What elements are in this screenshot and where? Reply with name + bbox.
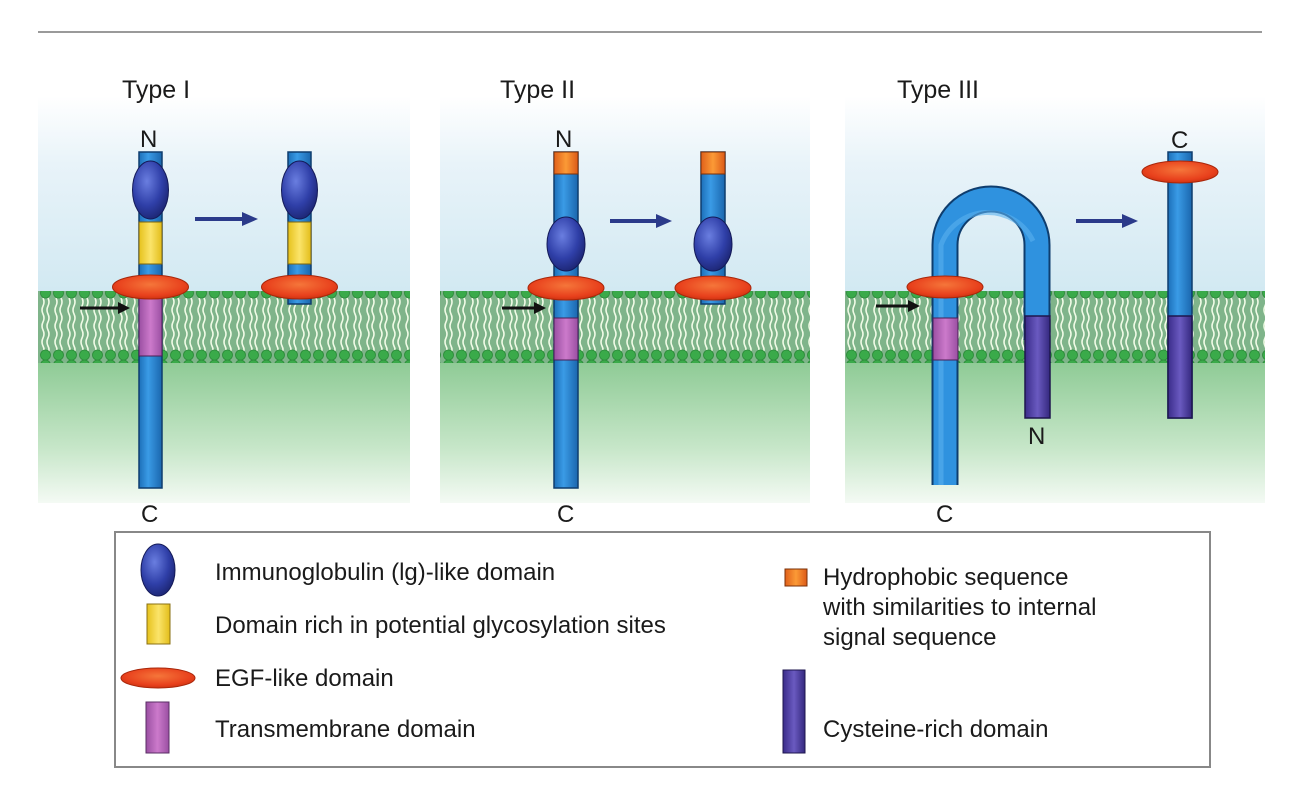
transmembrane-domain bbox=[932, 317, 959, 361]
shed-ig-like-domain bbox=[281, 160, 318, 220]
legend-item-hydrophobic: Hydrophobic sequence with similarities t… bbox=[784, 564, 1096, 651]
panel-title-type-2: Type II bbox=[500, 76, 575, 104]
c-terminus-label: C bbox=[1171, 127, 1188, 154]
c-terminus-label: C bbox=[141, 501, 158, 528]
cysteine-rich-domain-icon bbox=[782, 669, 806, 754]
processed-egf-like-domain bbox=[1141, 160, 1219, 184]
processed-cysteine-rich-domain bbox=[1167, 315, 1193, 419]
transmembrane-domain bbox=[553, 317, 579, 361]
transmembrane-domain bbox=[138, 293, 163, 357]
legend-label: Domain rich in potential glycosylation s… bbox=[215, 612, 666, 639]
legend-box bbox=[114, 531, 1211, 768]
egf-like-domain bbox=[906, 275, 984, 299]
legend-item-egf: EGF-like domain bbox=[120, 665, 394, 692]
c-terminus-label: C bbox=[557, 501, 574, 528]
type-3-processed-protein bbox=[1141, 151, 1219, 419]
legend-label: Transmembrane domain bbox=[215, 716, 476, 743]
cleavage-site-arrowhead bbox=[118, 302, 130, 314]
glycosylation-domain-icon bbox=[146, 603, 171, 645]
panel-type-2-background bbox=[440, 96, 810, 503]
glycosylation-domain bbox=[138, 221, 163, 265]
cysteine-rich-domain bbox=[1024, 315, 1051, 419]
legend-item-tm: Transmembrane domain bbox=[145, 701, 476, 754]
type-3-full-protein bbox=[906, 185, 1051, 485]
ig-like-domain bbox=[132, 160, 169, 220]
hydrophobic-sequence bbox=[553, 151, 579, 175]
shed-egf-like-domain bbox=[674, 275, 752, 301]
legend-label-line-1: Hydrophobic sequence bbox=[823, 564, 1069, 591]
egf-domain-icon bbox=[120, 667, 196, 689]
shed-ig-like-domain bbox=[693, 216, 733, 272]
shed-egf-like-domain bbox=[261, 274, 338, 300]
n-terminus-label: N bbox=[1028, 423, 1045, 450]
shedding-arrowhead bbox=[242, 212, 258, 226]
legend-label: EGF-like domain bbox=[215, 665, 394, 692]
egf-like-domain bbox=[112, 274, 189, 300]
panel-title-type-3: Type III bbox=[897, 76, 979, 104]
ig-like-domain bbox=[546, 216, 586, 272]
panel-type-1-background bbox=[38, 96, 410, 503]
legend-label-line-2: with similarities to internal bbox=[822, 594, 1096, 621]
type-2-full-protein bbox=[527, 151, 605, 489]
type-1-full-protein bbox=[112, 151, 189, 489]
egf-like-domain bbox=[527, 275, 605, 301]
shed-hydrophobic-sequence bbox=[700, 151, 726, 175]
n-terminus-label: N bbox=[140, 126, 157, 153]
shedding-arrowhead bbox=[1122, 214, 1138, 228]
type-2-shed-ectodomain bbox=[674, 151, 752, 305]
panel-title-type-1: Type I bbox=[122, 76, 190, 104]
legend-item-glyco: Domain rich in potential glycosylation s… bbox=[146, 603, 666, 645]
ig-domain-icon bbox=[140, 543, 176, 597]
cleavage-site-arrowhead bbox=[908, 300, 920, 312]
n-terminus-label: N bbox=[555, 126, 572, 153]
type-1-shed-ectodomain bbox=[261, 151, 338, 305]
shedding-arrowhead bbox=[656, 214, 672, 228]
legend-label: Cysteine-rich domain bbox=[823, 716, 1048, 743]
legend-label-line-3: signal sequence bbox=[823, 624, 996, 651]
hairpin-highlight bbox=[938, 210, 1036, 485]
shed-glycosylation-domain bbox=[287, 221, 312, 265]
cleavage-site-arrowhead bbox=[534, 302, 546, 314]
hydrophobic-sequence-icon bbox=[784, 568, 808, 587]
legend-item-cysteine: Cysteine-rich domain bbox=[782, 669, 1048, 754]
panel-type-3-background bbox=[845, 96, 1265, 503]
legend-item-ig: Immunoglobulin (lg)-like domain bbox=[140, 543, 555, 597]
transmembrane-domain-icon bbox=[145, 701, 170, 754]
legend-label: Immunoglobulin (lg)-like domain bbox=[215, 559, 555, 586]
c-terminus-label: C bbox=[936, 501, 953, 528]
